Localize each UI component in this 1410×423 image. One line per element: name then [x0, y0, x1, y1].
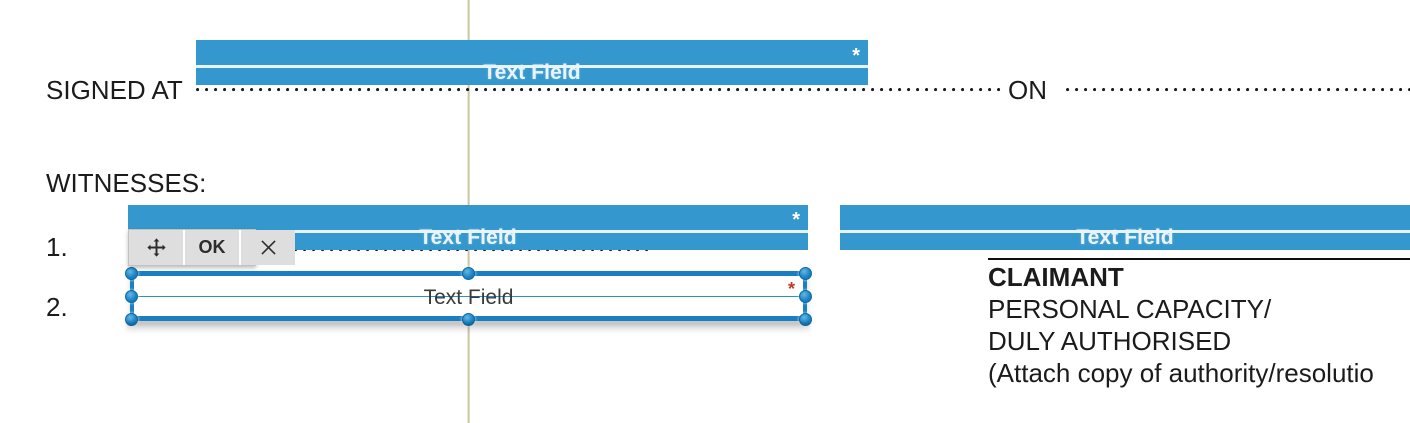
witnesses-heading: WITNESSES: [46, 168, 207, 198]
move-icon [146, 237, 167, 258]
field-edit-toolbar[interactable]: OK [128, 229, 295, 266]
witness-1-leader [258, 248, 654, 252]
required-asterisk: * [852, 45, 860, 67]
move-button[interactable] [129, 230, 185, 265]
signed-at-leader [196, 88, 1002, 92]
claimant-capacity-line-2: DULY AUTHORISED [988, 326, 1232, 356]
resize-handle-top-center[interactable] [462, 267, 475, 280]
ok-button[interactable]: OK [185, 230, 241, 265]
resize-handle-bottom-center[interactable] [462, 313, 475, 326]
required-asterisk: * [792, 209, 800, 231]
field-midline [133, 296, 804, 297]
required-asterisk: * [787, 279, 795, 299]
field-midline [128, 230, 808, 233]
claimant-authority-note: (Attach copy of authority/resolutio [988, 358, 1374, 388]
close-icon [259, 238, 278, 257]
claimant-label: CLAIMANT [988, 262, 1124, 292]
resize-handle-bottom-left[interactable] [125, 313, 138, 326]
field-placeholder-label: Text Field [419, 226, 517, 249]
witness-1-number: 1. [46, 232, 68, 262]
resize-handle-top-left[interactable] [125, 267, 138, 280]
witness-2-number: 2. [46, 292, 68, 322]
resize-handle-bottom-right[interactable] [799, 313, 812, 326]
close-button[interactable] [241, 230, 295, 265]
form-field-signed-at-place[interactable]: Text Field * [196, 40, 868, 85]
on-date-leader [1066, 88, 1410, 92]
field-placeholder-label: Text Field [423, 286, 514, 309]
selection-drop-shadow [126, 322, 810, 334]
resize-handle-middle-right[interactable] [799, 290, 812, 303]
resize-handle-top-right[interactable] [799, 267, 812, 280]
field-placeholder-label: Text Field [1076, 226, 1174, 249]
signed-at-label: SIGNED AT [46, 75, 183, 105]
field-placeholder-label: Text Field [483, 61, 581, 84]
form-field-claimant-signature[interactable]: Text Field [840, 205, 1410, 250]
claimant-signature-rule [988, 258, 1410, 260]
resize-handle-middle-left[interactable] [125, 290, 138, 303]
on-label: ON [1008, 75, 1047, 105]
claimant-capacity-line-1: PERSONAL CAPACITY/ [988, 294, 1272, 324]
field-midline [840, 230, 1410, 233]
field-midline [196, 65, 868, 68]
